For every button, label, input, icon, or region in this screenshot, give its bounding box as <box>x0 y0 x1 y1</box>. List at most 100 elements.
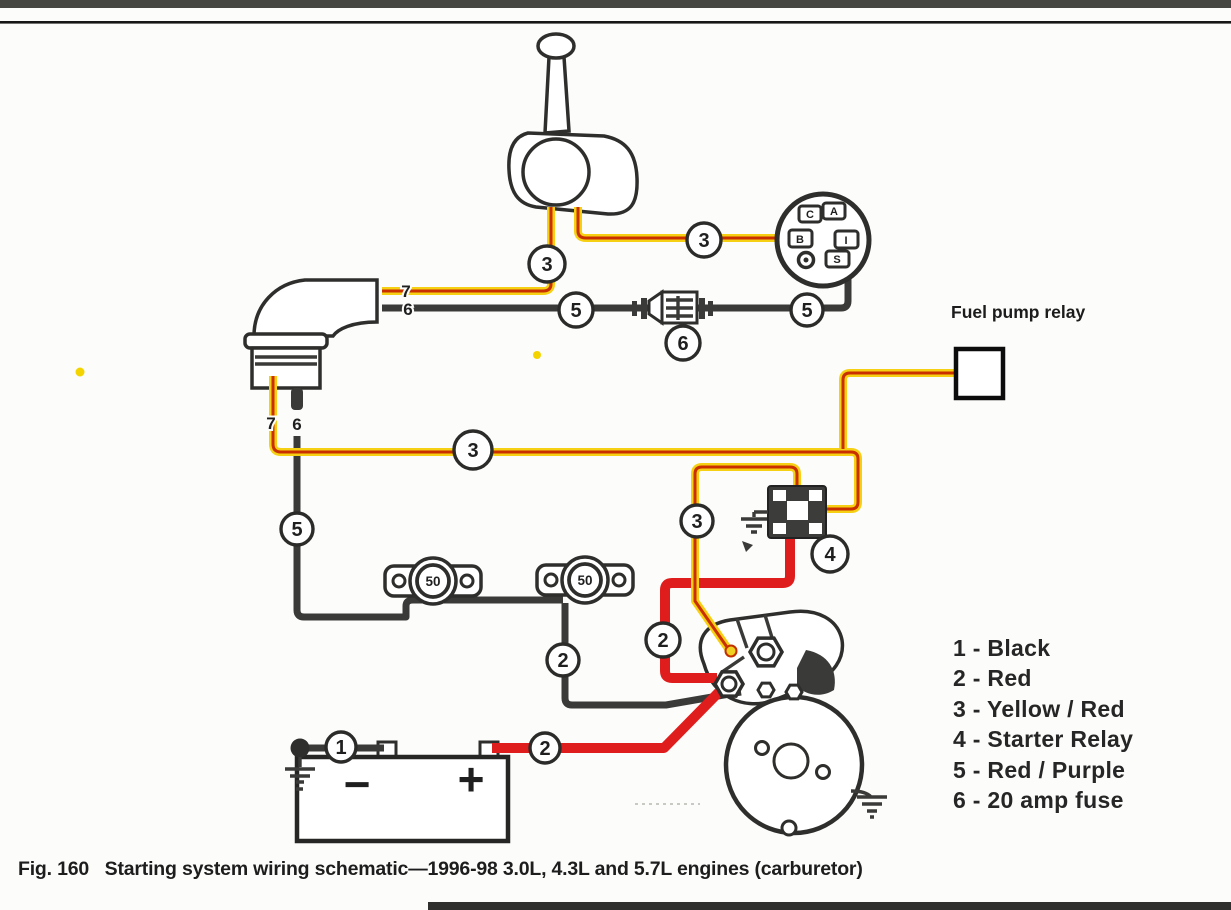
motor-bolt-1 <box>754 740 770 756</box>
svg-text:4: 4 <box>824 544 836 566</box>
figure-caption: Fig. 160 Starting system wiring schemati… <box>18 858 863 880</box>
svg-text:5: 5 <box>570 300 581 322</box>
wire-control-to-elbow-7 <box>382 207 553 293</box>
callout-2-battery: 2 <box>528 731 562 765</box>
breaker-rating: 50 <box>425 574 440 589</box>
yellow-red-wires <box>269 207 956 653</box>
solenoid-signal-lug <box>724 644 738 658</box>
callout-1-ground: 1 <box>324 730 358 764</box>
control-knob <box>536 32 576 60</box>
svg-text:5: 5 <box>291 519 302 541</box>
solenoid-housing-shadow <box>797 650 835 695</box>
elbow-flange <box>243 332 329 350</box>
svg-text:6: 6 <box>677 333 688 355</box>
remote-control-lever <box>507 32 639 216</box>
relay-ground-symbol <box>741 517 767 534</box>
marker-dot <box>533 351 541 359</box>
callout-3-to-switch: 3 <box>685 221 723 259</box>
wire-control-to-ignition-3 <box>576 207 790 240</box>
ground-arrow <box>742 541 753 552</box>
solenoid-nut-small-1 <box>756 681 776 699</box>
ignition-switch: C A B I S <box>774 191 872 289</box>
callout-5-right: 5 <box>789 292 825 328</box>
breaker-hole <box>459 573 475 589</box>
motor-ground <box>850 789 887 819</box>
terminal-S: S <box>833 254 840 266</box>
battery-plus-sign: + <box>458 753 485 805</box>
svg-text:3: 3 <box>698 230 709 252</box>
relay-ground-lead <box>752 510 768 517</box>
fuse-cone <box>647 289 664 326</box>
battery: − + <box>294 740 511 844</box>
breaker-hole <box>611 572 627 588</box>
svg-text:3: 3 <box>691 511 702 533</box>
terminal-round-pin <box>803 257 809 263</box>
callout-5-drop: 5 <box>279 511 315 547</box>
control-handle <box>543 55 571 135</box>
callout-5-left: 5 <box>557 291 595 329</box>
solenoid-nut-small-2 <box>784 683 804 701</box>
fuel-pump-relay-label: Fuel pump relay <box>951 302 1086 322</box>
battery-minus-sign: − <box>344 758 371 810</box>
relay-tab <box>773 523 786 534</box>
terminal-C: C <box>806 209 814 221</box>
wire-relay-coil-to-solenoid-3 <box>693 465 799 651</box>
circuit-breaker-left: 50 <box>383 556 483 606</box>
motor-bolt-2 <box>815 764 831 780</box>
svg-text:1: 1 <box>335 737 346 759</box>
elbow-ridges <box>255 355 317 366</box>
breaker-rating: 50 <box>577 573 592 588</box>
callout-3-harness: 3 <box>452 429 494 471</box>
breaker-hole <box>391 573 407 589</box>
wire-relay-to-solenoid-red <box>660 535 795 683</box>
terminal-A: A <box>830 206 838 218</box>
legend-item-1: 1 - Black <box>953 635 1051 661</box>
circuit-breaker-right: 50 <box>535 555 635 605</box>
ground-ball <box>290 738 310 758</box>
wire-label-6: 6 <box>403 300 412 319</box>
top-rule <box>0 21 1231 24</box>
legend-item-5: 5 - Red / Purple <box>953 756 1126 783</box>
wire-label-7b: 7 <box>266 414 275 433</box>
wire-harness-3 <box>271 376 860 511</box>
legend: 1 - Black 2 - Red 3 - Yellow / Red 4 - S… <box>953 633 1133 815</box>
control-hub <box>521 137 591 207</box>
elbow-body <box>250 346 322 390</box>
elbow-bend <box>252 278 379 338</box>
ground-symbol <box>285 757 315 791</box>
elbow-connector <box>243 278 379 410</box>
relay-center <box>787 501 808 520</box>
callout-2-breaker-drop: 2 <box>545 642 581 678</box>
battery-case <box>294 754 511 844</box>
svg-text:3: 3 <box>467 440 478 462</box>
fuse-detail <box>666 296 693 320</box>
legend-item-3: 3 - Yellow / Red <box>953 695 1125 722</box>
callout-6-fuse: 6 <box>664 324 702 362</box>
bottom-edge-bar <box>428 902 1231 910</box>
wire-breaker-to-starter <box>561 603 742 709</box>
terminal-I: I <box>844 235 847 247</box>
breaker-hole <box>543 572 559 588</box>
battery-ground <box>285 738 315 791</box>
callout-2-relay-out: 2 <box>644 621 682 659</box>
solenoid-battery-terminal-hole <box>720 675 738 693</box>
relay-tab <box>773 490 786 501</box>
legend-item-6: 6 - 20 amp fuse <box>953 787 1124 814</box>
marker-dot <box>75 367 85 377</box>
inline-fuse-holder <box>632 289 713 326</box>
motor-shaft-hole <box>772 742 810 780</box>
relay-tab <box>809 490 822 501</box>
wire-label-7: 7 <box>401 282 410 301</box>
solenoid-terminals <box>712 636 804 701</box>
wire-label-6b: 6 <box>292 415 301 434</box>
callout-3-relay-branch: 3 <box>679 503 715 539</box>
svg-text:5: 5 <box>801 300 812 322</box>
callout-3-control-left: 3 <box>527 244 567 284</box>
svg-text:2: 2 <box>657 630 668 652</box>
callout-4-starter-relay: 4 <box>810 534 850 574</box>
legend-item-2: 2 - Red <box>953 665 1032 692</box>
svg-text:3: 3 <box>541 254 552 276</box>
wire-switch-to-elbow-6 <box>382 265 852 312</box>
